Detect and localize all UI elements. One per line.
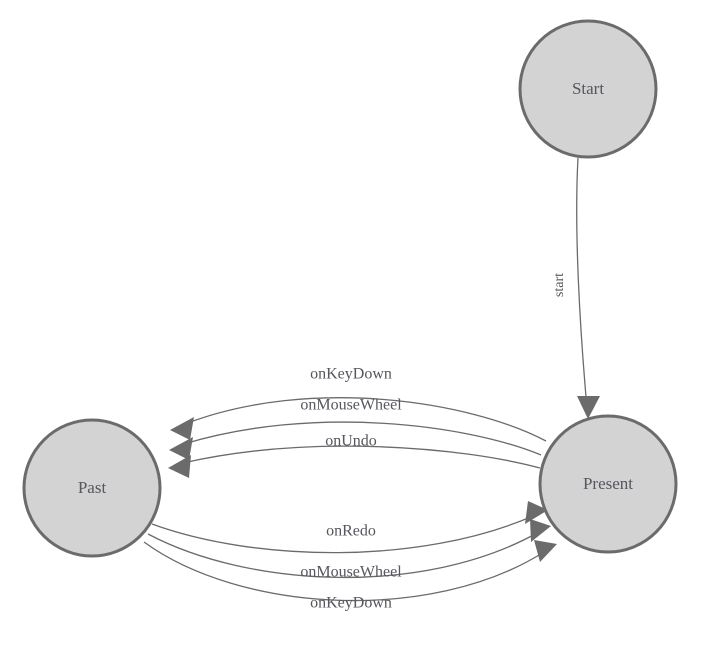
edge-arrowhead-icon: [577, 396, 600, 419]
edge-label-e-start-present: start: [552, 273, 567, 297]
edge-e-past-present-onkeydown[interactable]: [143, 540, 557, 602]
node-label-start: Start: [572, 79, 604, 98]
edge-e-start-present[interactable]: [576, 157, 600, 419]
edge-e-present-past-onkeydown[interactable]: [170, 397, 547, 442]
node-circle-start[interactable]: [518, 19, 658, 159]
edge-label-e-present-past-onmousewheel: onMouseWheel: [300, 397, 402, 414]
edge-e-past-present-onredo[interactable]: [151, 501, 548, 554]
edges-layer: [143, 157, 600, 602]
edge-label-e-past-present-onredo: onRedo: [326, 523, 376, 540]
edge-line: [151, 515, 534, 554]
edge-line: [184, 397, 547, 442]
node-circle-past[interactable]: [22, 418, 162, 558]
edge-label-e-past-present-onkeydown: onKeyDown: [310, 595, 392, 612]
edge-arrowhead-icon: [530, 519, 551, 542]
edge-line: [143, 541, 545, 602]
edge-arrowhead-icon: [169, 437, 193, 460]
edge-line: [576, 157, 588, 409]
node-past[interactable]: Past: [22, 418, 162, 558]
node-label-past: Past: [78, 478, 107, 497]
edge-line: [183, 421, 542, 456]
edge-arrowhead-icon: [534, 540, 557, 562]
node-label-present: Present: [583, 474, 633, 493]
edge-arrowhead-icon: [170, 417, 194, 440]
edge-e-present-past-onmousewheel[interactable]: [169, 421, 542, 460]
edge-line: [182, 445, 541, 469]
node-circle-present[interactable]: [538, 414, 678, 554]
edge-label-e-past-present-onmousewheel: onMouseWheel: [300, 564, 402, 581]
edge-arrowhead-icon: [525, 501, 548, 524]
edge-label-e-present-past-onundo: onUndo: [325, 433, 377, 450]
edge-e-present-past-onundo[interactable]: [168, 445, 541, 478]
edge-labels-layer: start onKeyDown onMouseWheel onUndo onRedo on…: [300, 273, 567, 612]
node-present[interactable]: Present: [538, 414, 678, 554]
edge-e-past-present-onmousewheel[interactable]: [147, 519, 551, 579]
edge-arrowhead-icon: [168, 455, 191, 478]
node-start[interactable]: Start: [518, 19, 658, 159]
edge-label-e-present-past-onkeydown: onKeyDown: [310, 366, 392, 383]
edge-line: [147, 532, 538, 579]
